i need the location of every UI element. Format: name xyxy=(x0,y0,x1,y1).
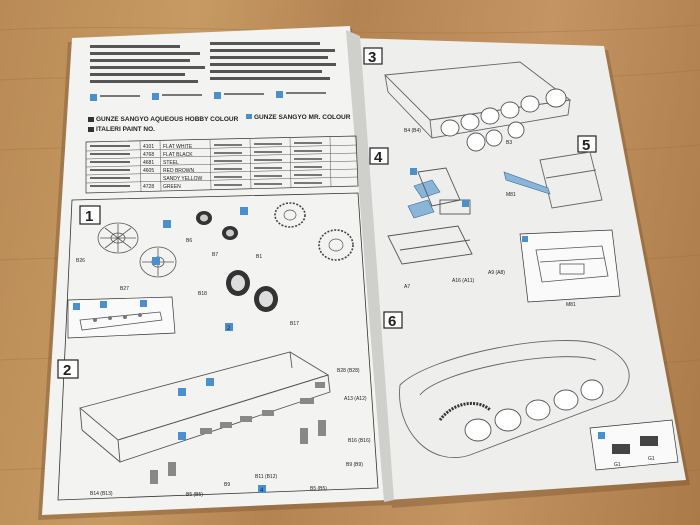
part-label: A7 xyxy=(404,284,410,290)
colour-name: FLAT WHITE xyxy=(163,144,193,150)
step-number: 5 xyxy=(582,137,590,154)
colour-name: FLAT BLACK xyxy=(163,152,193,158)
part-label: A16 (A11) xyxy=(452,278,474,284)
step-number: 6 xyxy=(388,313,396,330)
part-label: B14 (B13) xyxy=(90,491,113,497)
hull-detail-inset xyxy=(67,296,176,339)
colour-name: STEEL xyxy=(163,160,179,166)
tracked-hull xyxy=(399,340,630,458)
part-label: B26 xyxy=(76,258,85,264)
cement-marker-icon xyxy=(240,207,248,215)
cement-marker-icon xyxy=(225,323,233,331)
colour-code: 4605 xyxy=(143,168,154,174)
paint-guide-section: GUNZE SANGYO AQUEOUS HOBBY COLOUR GUNZE … xyxy=(85,42,359,194)
tyre-part xyxy=(226,270,278,312)
suspension-assembly xyxy=(387,167,473,265)
gunze-mr-header: GUNZE SANGYO MR. COLOUR xyxy=(254,114,351,121)
part-label: B9 (B9) xyxy=(346,462,363,468)
part-label: B4 (B4) xyxy=(404,128,421,134)
step-number: 4 xyxy=(374,149,383,166)
lower-hull-part xyxy=(79,351,331,463)
part-label: B7 xyxy=(212,252,218,258)
part-label: M81 xyxy=(506,192,516,198)
cement-marker-icon xyxy=(163,220,171,228)
step-6: 6 G1 G1 xyxy=(383,311,679,471)
step-number: 1 xyxy=(85,208,93,225)
road-wheel-part xyxy=(97,222,139,254)
colour-name: GREEN xyxy=(163,184,181,190)
colour-code: 4728 xyxy=(143,184,154,190)
part-label: B28 (B28) xyxy=(337,368,360,374)
colour-table: 4101 4768 4681 4605 4728 FLAT WHITE FLAT… xyxy=(85,135,359,194)
step-number: 3 xyxy=(368,49,376,66)
left-page xyxy=(42,26,388,515)
part-label: B5 (B5) xyxy=(186,492,203,498)
part-label: B6 xyxy=(186,238,192,244)
colour-code: 4101 xyxy=(143,144,154,150)
step-5: 5 M81 M81 xyxy=(503,135,621,308)
colour-name: RED BROWN xyxy=(163,168,195,174)
callout-number: 4 xyxy=(260,488,264,494)
part-label: G1 xyxy=(648,456,655,462)
part-label: B9 xyxy=(224,482,230,488)
colour-name: SANDY YELLOW xyxy=(163,176,203,182)
step-1: 1 B26 B27 B6 B7 xyxy=(76,202,354,332)
cement-marker-icon xyxy=(152,257,160,265)
tyre-part xyxy=(196,211,238,240)
callout-number: 2 xyxy=(227,326,231,332)
part-label: M81 xyxy=(566,302,576,308)
step-2: 2 4 B28 (B28) A xyxy=(57,351,371,498)
part-label: A13 (A12) xyxy=(344,396,367,402)
step-number: 2 xyxy=(63,362,71,379)
part-label: A9 (A8) xyxy=(488,270,505,276)
italeri-header: ITALERI PAINT NO. xyxy=(96,126,155,133)
part-label: B5 (B5) xyxy=(310,486,327,492)
part-label: B3 xyxy=(506,140,512,146)
part-label: G1 xyxy=(614,462,621,468)
part-label: B18 xyxy=(198,291,207,297)
part-label: B17 xyxy=(290,321,299,327)
part-label: B16 (B16) xyxy=(348,438,371,444)
sprocket-part xyxy=(274,202,354,261)
right-page xyxy=(352,38,686,500)
part-label: B27 xyxy=(120,286,129,292)
colour-code: 4681 xyxy=(143,160,154,166)
step-4: 4 A16 (A11) A7 A9 (A8) xyxy=(369,147,505,290)
step-3: 3 B4 (B4) B3 xyxy=(363,47,572,152)
part-label: B11 (B12) xyxy=(255,474,277,480)
part-label: B1 xyxy=(256,254,262,260)
colour-code: 4768 xyxy=(143,152,154,158)
gunze-aqueous-header: GUNZE SANGYO AQUEOUS HOBBY COLOUR xyxy=(96,116,239,123)
